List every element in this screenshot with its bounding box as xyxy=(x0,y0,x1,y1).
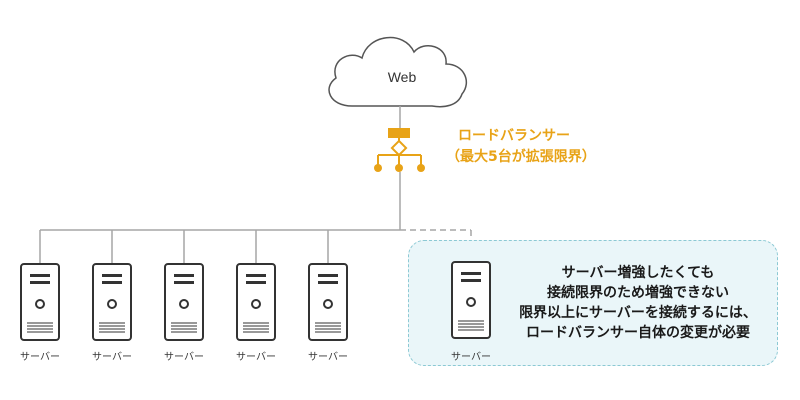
callout-text: サーバー増強したくても 接続限界のため増強できない 限界以上にサーバーを接続する… xyxy=(502,263,774,343)
server-label: サーバー xyxy=(236,352,276,363)
server-icon xyxy=(236,263,276,341)
callout-line: ロードバランサー自体の変更が必要 xyxy=(526,325,750,341)
server-icon xyxy=(92,263,132,341)
extra-server-icon xyxy=(451,261,491,339)
cloud-icon: Web xyxy=(328,36,467,108)
callout-line: 限界以上にサーバーを接続するには、 xyxy=(519,305,757,321)
callout-line: サーバー増強したくても xyxy=(561,265,715,281)
extra-server-label: サーバー xyxy=(451,352,491,363)
load-balancer-icon xyxy=(374,128,425,172)
callout-line: 接続限界のため増強できない xyxy=(547,285,729,301)
load-balancer-subtitle: （最大5台が拡張限界） xyxy=(446,149,596,165)
server-icon xyxy=(20,263,60,341)
server-label: サーバー xyxy=(20,352,60,363)
load-balancer-title: ロードバランサー xyxy=(458,128,570,144)
server-label: サーバー xyxy=(164,352,204,363)
server-drops xyxy=(39,230,329,264)
server-label: サーバー xyxy=(92,352,132,363)
server-icon xyxy=(308,263,348,341)
server-icon xyxy=(164,263,204,341)
server-label: サーバー xyxy=(308,352,348,363)
cloud-label: Web xyxy=(388,69,417,85)
